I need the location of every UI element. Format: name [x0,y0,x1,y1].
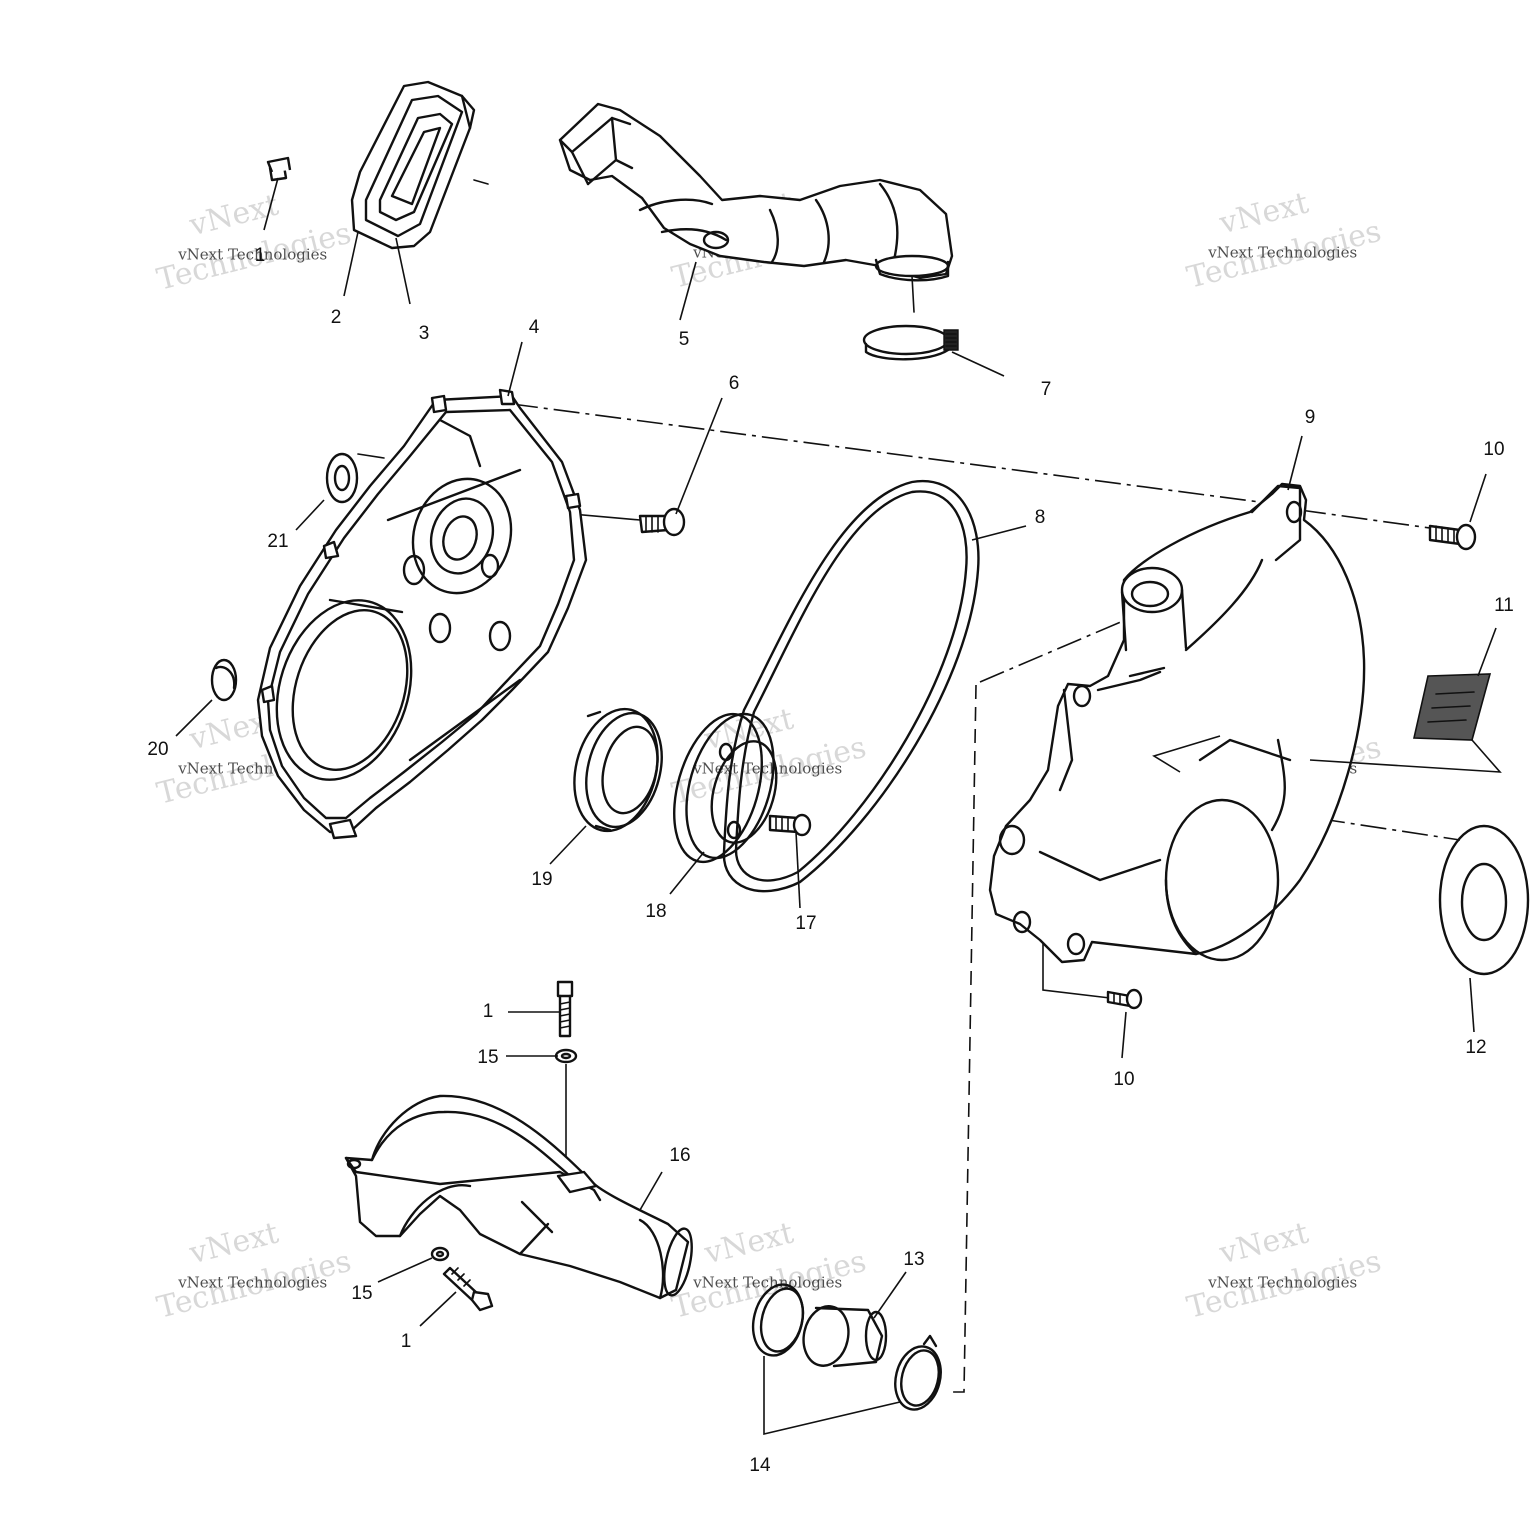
callout-15-middle: 15 [477,1047,498,1068]
callout-3: 3 [419,323,430,344]
centerline-duct-to-cover [948,684,977,1393]
decal-part-11 [1152,673,1502,773]
bolt-part-1-middle [556,980,574,1038]
callout-10-top: 10 [1483,439,1504,460]
callout-11: 11 [1494,595,1514,616]
screw-part-1-top [266,156,292,182]
clamp-part-14-right [894,1334,942,1411]
centerline-screw-10-top [1299,509,1431,529]
centerline-screw-10-bottom [1042,937,1111,999]
centerline-cover-to-seal-12 [1235,805,1461,841]
watermark-small-text: vNext Technologies [177,246,327,264]
watermark-3: Technologies vNext vNext Technologies [1183,185,1384,295]
watermark-small-text: vNext Technologies [692,760,842,778]
watermark-small-text: vNext Technologies [692,1274,842,1292]
gasket-part-12 [1438,824,1530,976]
callout-2: 2 [331,307,342,328]
callout-15-bottom: 15 [351,1283,372,1304]
duct-part-16 [344,1094,693,1300]
watermark-7: Technologies vNext vNext Technologies [153,1215,354,1325]
callout-7: 7 [1041,379,1052,400]
callout-1-middle: 1 [483,1001,494,1022]
callout-9: 9 [1305,407,1316,428]
centerline-cover-to-outer-cover [511,403,1291,507]
callout-6: 6 [729,373,740,394]
intake-hose-part-5 [558,102,954,313]
inner-clutch-cover-part-4 [256,388,588,840]
callout-14: 14 [749,1455,771,1476]
plug-part-20 [210,658,238,702]
screw-part-10-bottom [1106,988,1143,1010]
hose-clamp-part-7 [862,324,959,361]
callout-12: 12 [1465,1037,1486,1058]
callout-1-bottom: 1 [401,1331,412,1352]
watermark-small-text: vNext Technologies [177,1274,327,1292]
intake-seal-part-2-3 [350,80,489,250]
callout-4: 4 [529,317,540,338]
callout-16: 16 [669,1145,690,1166]
watermark-1: Technologies vNext vNext Technologies [153,187,354,297]
screw-part-10-top [1428,523,1477,551]
callout-labels: 1 2 3 4 5 6 7 8 9 10 11 12 10 21 20 19 1… [147,245,1513,1476]
screw-part-17 [768,813,812,837]
washer-part-15-middle [554,1048,578,1064]
washer-part-15-bottom [430,1246,450,1262]
bolt-part-1-bottom [442,1266,494,1312]
grommet-part-21 [325,452,385,504]
callout-8: 8 [1035,507,1046,528]
callout-1-top: 1 [255,245,266,266]
clamp-part-14-left [751,1283,805,1357]
callout-21: 21 [267,531,288,552]
callout-leaders [175,177,1497,1436]
callout-17: 17 [795,913,816,934]
centerline-inlet-to-cover [979,617,1131,683]
callout-18: 18 [645,901,666,922]
callout-5: 5 [679,329,690,350]
seal-part-19 [573,707,663,833]
watermark-9: Technologies vNext vNext Technologies [1183,1215,1384,1325]
callout-19: 19 [531,869,552,890]
callout-20: 20 [147,739,168,760]
coupler-part-13 [802,1305,888,1368]
bolt-part-6 [638,507,686,537]
drive-belt-part-8 [722,479,980,893]
callout-13: 13 [903,1249,924,1270]
watermark-small-text: vNext Technologies [1207,244,1357,262]
callout-10-bottom: 10 [1113,1069,1134,1090]
outer-clutch-cover-part-9 [988,482,1366,964]
watermark-small-text: vNext Technologies [1207,1274,1357,1292]
